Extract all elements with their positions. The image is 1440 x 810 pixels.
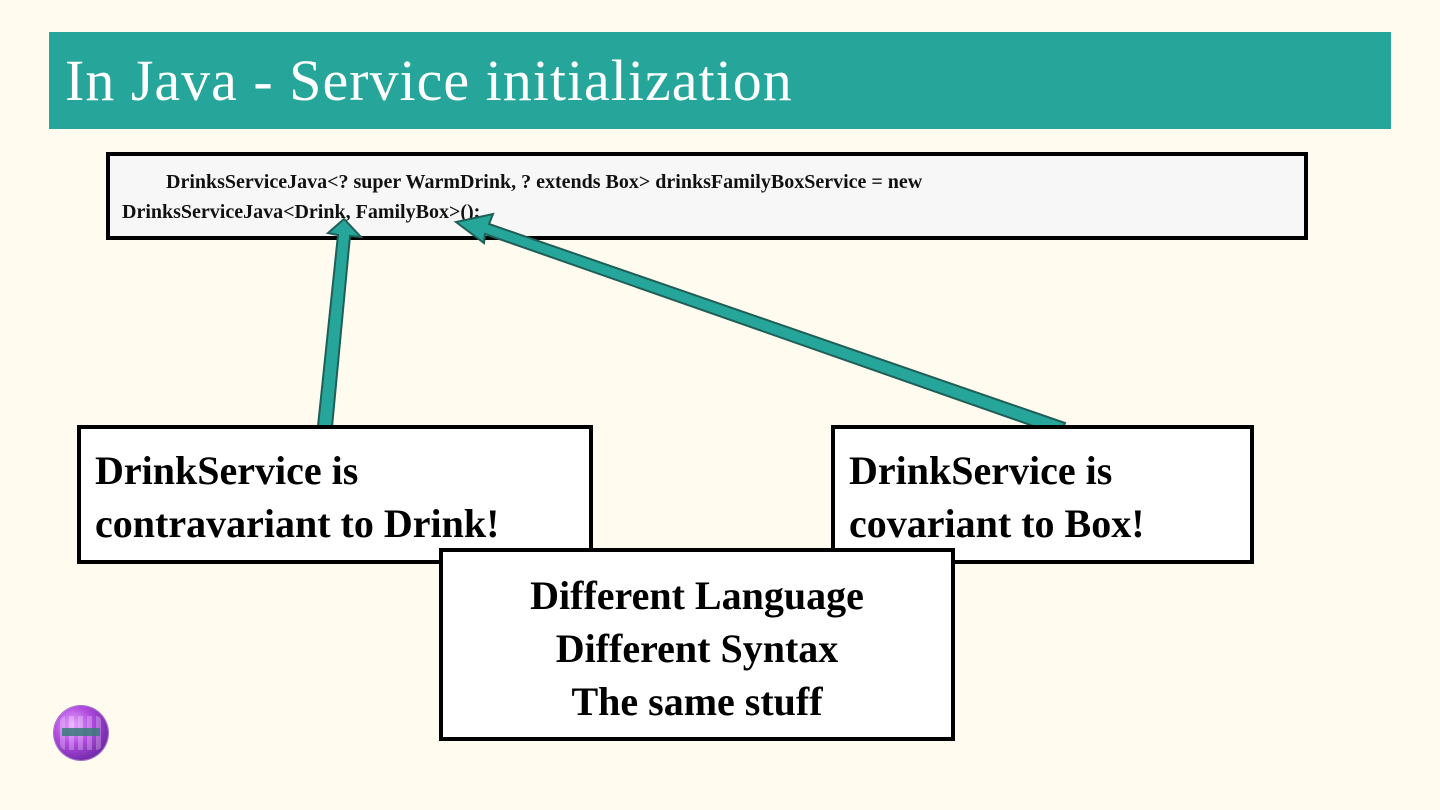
code-line-2: DrinksServiceJava<Drink, FamilyBox>();: [122, 201, 481, 223]
keyboard-logo-icon: [54, 706, 108, 760]
title-bar: In Java - Service initialization: [49, 32, 1391, 129]
summary-line-3: The same stuff: [571, 679, 823, 724]
code-line-1: DrinksServiceJava<? super WarmDrink, ? e…: [166, 171, 923, 193]
covariance-arrow: [453, 212, 1067, 437]
contravariance-callout: DrinkService is contravariant to Drink!: [77, 425, 593, 564]
code-box: DrinksServiceJava<? super WarmDrink, ? e…: [106, 152, 1308, 240]
callout-left-line-1: DrinkService is: [95, 448, 359, 493]
summary-callout: Different Language Different Syntax The …: [439, 548, 955, 741]
covariance-callout: DrinkService is covariant to Box!: [831, 425, 1254, 564]
summary-line-1: Different Language: [530, 573, 864, 618]
summary-line-2: Different Syntax: [555, 626, 839, 671]
contravariance-arrow: [316, 217, 364, 429]
callout-left-line-2: contravariant to Drink!: [95, 501, 500, 546]
callout-right-line-1: DrinkService is: [849, 448, 1113, 493]
callout-right-line-2: covariant to Box!: [849, 501, 1145, 546]
slide-title: In Java - Service initialization: [65, 48, 793, 113]
